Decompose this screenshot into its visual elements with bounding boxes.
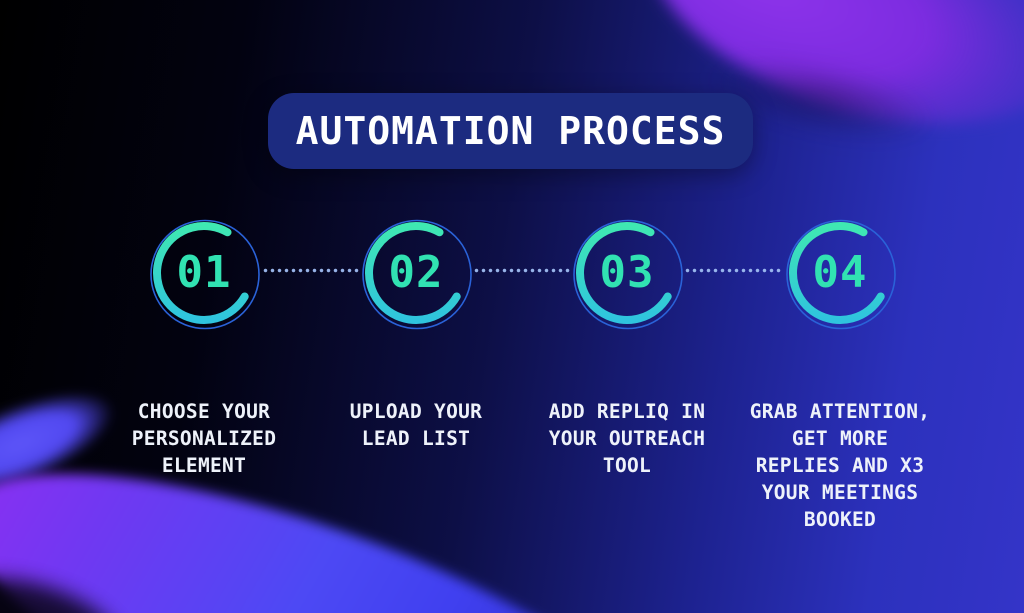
step-3-circle: 03 [570,216,684,330]
step-1-circle: 01 [147,216,261,330]
progress-arc-icon [153,222,249,324]
progress-arc-icon [576,222,672,324]
progress-arc-icon [789,222,885,324]
progress-circle-icon [786,219,896,330]
step-2-circle: 02 [359,216,473,330]
dotted-connector-2-3 [473,268,570,273]
progress-circle-icon [362,219,472,330]
dotted-connector-1-2 [262,268,359,273]
step-2: 02 UPLOAD YOUR LEAD LIST [311,216,521,452]
outer-ring-icon [786,219,896,330]
step-2-number: 02 [388,246,444,298]
progress-circle-icon [573,219,683,330]
step-4: 04 GRAB ATTENTION, GET MORE REPLIES AND … [735,216,945,533]
step-4-number: 04 [812,246,868,298]
dark-corner-wedge [0,561,127,613]
step-2-label: UPLOAD YOUR LEAD LIST [349,400,483,450]
outer-ring-icon [362,219,472,330]
step-1-number: 01 [176,246,232,298]
outer-ring-icon [573,219,683,330]
dotted-connector-3-4 [684,268,783,273]
step-3-label: ADD REPLIQ IN YOUR OUTREACH TOOL [548,400,706,477]
step-1: 01 CHOOSE YOUR PERSONALIZED ELEMENT [99,216,309,479]
page-title: AUTOMATION PROCESS [295,109,726,153]
progress-circle-icon [150,219,260,330]
title-pill: AUTOMATION PROCESS [268,93,753,169]
outer-ring-icon [150,219,260,330]
step-4-circle: 04 [783,216,897,330]
step-1-label: CHOOSE YOUR PERSONALIZED ELEMENT [131,400,277,477]
step-3-number: 03 [599,246,655,298]
step-3: 03 ADD REPLIQ IN YOUR OUTREACH TOOL [522,216,732,479]
step-4-label: GRAB ATTENTION, GET MORE REPLIES AND X3 … [749,400,931,531]
progress-arc-icon [365,222,461,324]
